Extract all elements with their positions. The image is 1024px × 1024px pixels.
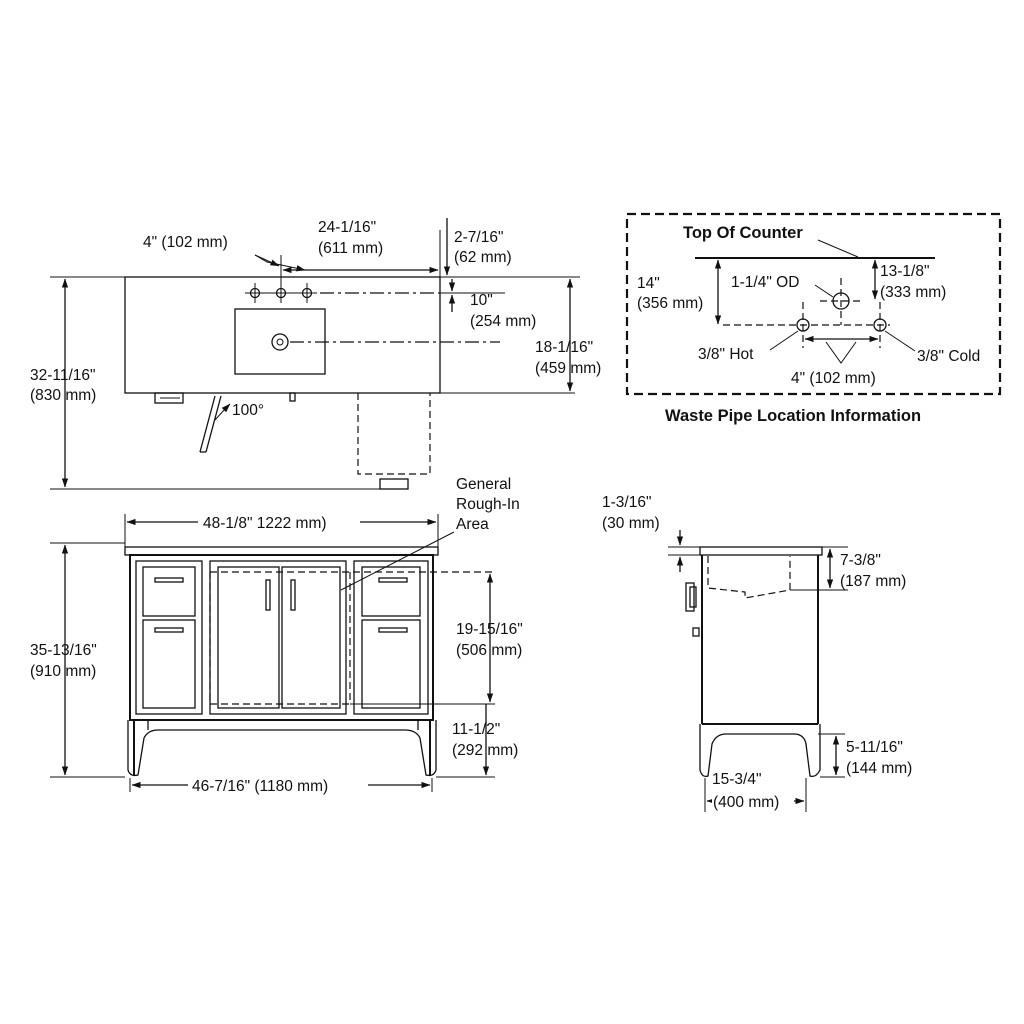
drawer-pull-left [154, 392, 184, 404]
faucet-dimension-label: 10" [470, 292, 493, 309]
drain-depth-mm: (459 mm) [535, 360, 601, 377]
rough-in-leader [340, 531, 455, 591]
countertop-outline [124, 276, 441, 394]
hot-supply-circle [796, 318, 810, 332]
drain-od-label: 1-1/4" OD [731, 274, 799, 291]
back-label: 2-7/16" [454, 229, 503, 246]
waste-pipe-box: Top Of Counter 14" (356 mm) 1-1/4" OD 13… [625, 212, 1002, 425]
side-view: 1-3/16" (30 mm) 7-3/8" (187 mm) 5-11/16"… [602, 494, 912, 812]
waste-box-border [625, 212, 1002, 396]
spacing-label: 4" (102 mm) [791, 370, 876, 387]
drain-center [276, 338, 284, 346]
waste-height-label: 14" [637, 275, 660, 292]
left-bottom-pull [154, 627, 184, 633]
top-width-label: 48-1/8" 1222 mm) [203, 515, 327, 532]
drain-depth-label: 18-1/16" [535, 339, 593, 356]
faucet-dimension-mm: (254 mm) [470, 313, 536, 330]
top-of-counter-label: Top Of Counter [683, 224, 803, 242]
right-bottom-pull [378, 627, 408, 633]
rough-bottom-label: 11-1/2" [452, 721, 500, 738]
sink-bowl-profile [707, 556, 791, 599]
right-top-drawer [361, 566, 421, 617]
sink-basin-outline [234, 308, 326, 375]
base-width-label: 46-7/16" (1180 mm) [192, 778, 328, 795]
left-top-drawer [142, 566, 196, 617]
right-drawer-frame [353, 560, 429, 715]
drain-circle [271, 333, 289, 351]
left-top-pull [154, 577, 184, 583]
rough-in-label-2: Rough-In [456, 496, 520, 513]
height-mm-label: (830 mm) [30, 387, 96, 404]
top-view: 32-11/16" (830 mm) 24-1/16" (611 mm) 4" … [30, 218, 601, 490]
right-door [281, 566, 341, 709]
rough-height-label: 19-15/16" [456, 621, 523, 638]
leg-height-label: 5-11/16" [846, 739, 903, 756]
front-legs [127, 720, 437, 777]
depth-mm: (400 mm) [713, 794, 779, 811]
width-label: 24-1/16" [318, 219, 376, 236]
top-thickness-label: 1-3/16" [602, 494, 651, 511]
rough-in-label-3: Area [456, 516, 489, 533]
waste-drain-circle [832, 292, 850, 310]
rough-in-label-1: General [456, 476, 511, 493]
front-countertop [124, 546, 439, 556]
drawer-pull-right [379, 478, 409, 490]
rough-height-mm: (506 mm) [456, 642, 522, 659]
center-frame [209, 560, 347, 715]
front-view: 48-1/8" 1222 mm) General Rough-In Area [30, 476, 523, 795]
cold-label: 3/8" Cold [917, 348, 980, 365]
top-thickness-mm: (30 mm) [602, 515, 660, 532]
bowl-depth-label: 7-3/8" [840, 552, 881, 569]
hot-label: 3/8" Hot [698, 346, 754, 363]
waste-box-caption: Waste Pipe Location Information [665, 407, 921, 425]
open-drawer-outline [357, 393, 431, 475]
right-top-pull [378, 577, 408, 583]
height-label: 32-11/16" [30, 367, 96, 384]
side-handle [685, 582, 695, 612]
back-mm-label: (62 mm) [454, 249, 512, 266]
left-door-handle [265, 579, 271, 611]
left-drawer-frame [135, 560, 203, 715]
rough-bottom-mm: (292 mm) [452, 742, 518, 759]
cabinet-body [129, 554, 434, 721]
leg-height-mm: (144 mm) [846, 760, 912, 777]
front-height-mm: (910 mm) [30, 663, 96, 680]
faucet-spread-label: 4" (102 mm) [143, 234, 228, 251]
drain-height-label: 13-1/8" [880, 263, 929, 280]
bowl-depth-mm: (187 mm) [840, 573, 906, 590]
drain-height-mm: (333 mm) [880, 284, 946, 301]
waste-height-mm: (356 mm) [637, 295, 703, 312]
left-door [217, 566, 280, 709]
right-bottom-drawer [361, 619, 421, 709]
side-legs [699, 724, 821, 778]
front-height-label: 35-13/16" [30, 642, 97, 659]
width-mm-label: (611 mm) [318, 240, 383, 257]
side-countertop [699, 546, 823, 556]
depth-label: 15-3/4" [712, 771, 761, 788]
left-bottom-drawer [142, 619, 196, 709]
door-angle-label: 100° [232, 402, 264, 419]
door-swing-line [199, 395, 216, 453]
cold-supply-circle [873, 318, 887, 332]
right-door-handle [290, 579, 296, 611]
